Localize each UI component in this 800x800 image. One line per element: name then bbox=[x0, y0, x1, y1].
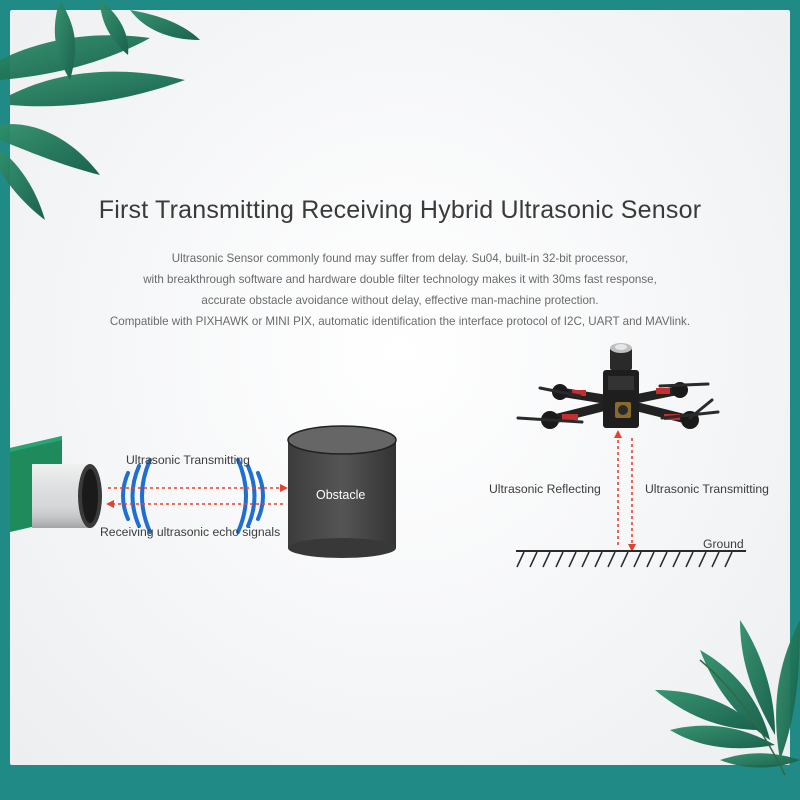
echo-wave-icon bbox=[236, 458, 265, 534]
description: Ultrasonic Sensor commonly found may suf… bbox=[40, 248, 760, 332]
ground-hatch-mark bbox=[633, 551, 642, 568]
echo-label: Receiving ultrasonic echo signals bbox=[100, 525, 281, 539]
transmitting-label-right: Ultrasonic Transmitting bbox=[645, 482, 769, 496]
drone-icon bbox=[516, 343, 720, 429]
ground-hatch-mark bbox=[646, 551, 655, 568]
ground-hatch-mark bbox=[568, 551, 577, 568]
ground-hatch-mark bbox=[672, 551, 681, 568]
ground-hatch-mark bbox=[581, 551, 590, 568]
obstacle-label: Obstacle bbox=[316, 488, 366, 502]
description-line: Ultrasonic Sensor commonly found may suf… bbox=[171, 252, 629, 265]
description-line: Compatible with PIXHAWK or MINI PIX, aut… bbox=[109, 315, 691, 328]
ground-hatch-mark bbox=[724, 551, 733, 568]
ground-hatch-mark bbox=[594, 551, 603, 568]
ground-hatch-mark bbox=[711, 551, 720, 568]
ground-hatch-mark bbox=[659, 551, 668, 568]
ground-hatch-mark bbox=[685, 551, 694, 568]
transmitting-label: Ultrasonic Transmitting bbox=[126, 453, 250, 467]
sensor-icon bbox=[10, 436, 102, 532]
ground-hatch-mark bbox=[698, 551, 707, 568]
content-panel bbox=[10, 10, 790, 765]
description-line: accurate obstacle avoidance without dela… bbox=[201, 294, 599, 307]
ground-hatch-mark bbox=[516, 551, 525, 568]
reflecting-label: Ultrasonic Reflecting bbox=[489, 482, 601, 496]
ground-hatch-mark bbox=[607, 551, 616, 568]
obstacle-icon bbox=[287, 425, 397, 558]
ground-hatch-mark bbox=[555, 551, 564, 568]
ground-label: Ground bbox=[703, 537, 744, 551]
description-line: with breakthrough software and hardware … bbox=[143, 273, 657, 286]
ground-hatch-mark bbox=[529, 551, 538, 568]
transmit-wave-icon bbox=[121, 458, 152, 534]
ground-hatch-mark bbox=[620, 551, 629, 568]
ground-hatch-icon bbox=[516, 550, 746, 568]
ground-hatch-mark bbox=[542, 551, 551, 568]
page-title: First Transmitting Receiving Hybrid Ultr… bbox=[98, 196, 702, 224]
